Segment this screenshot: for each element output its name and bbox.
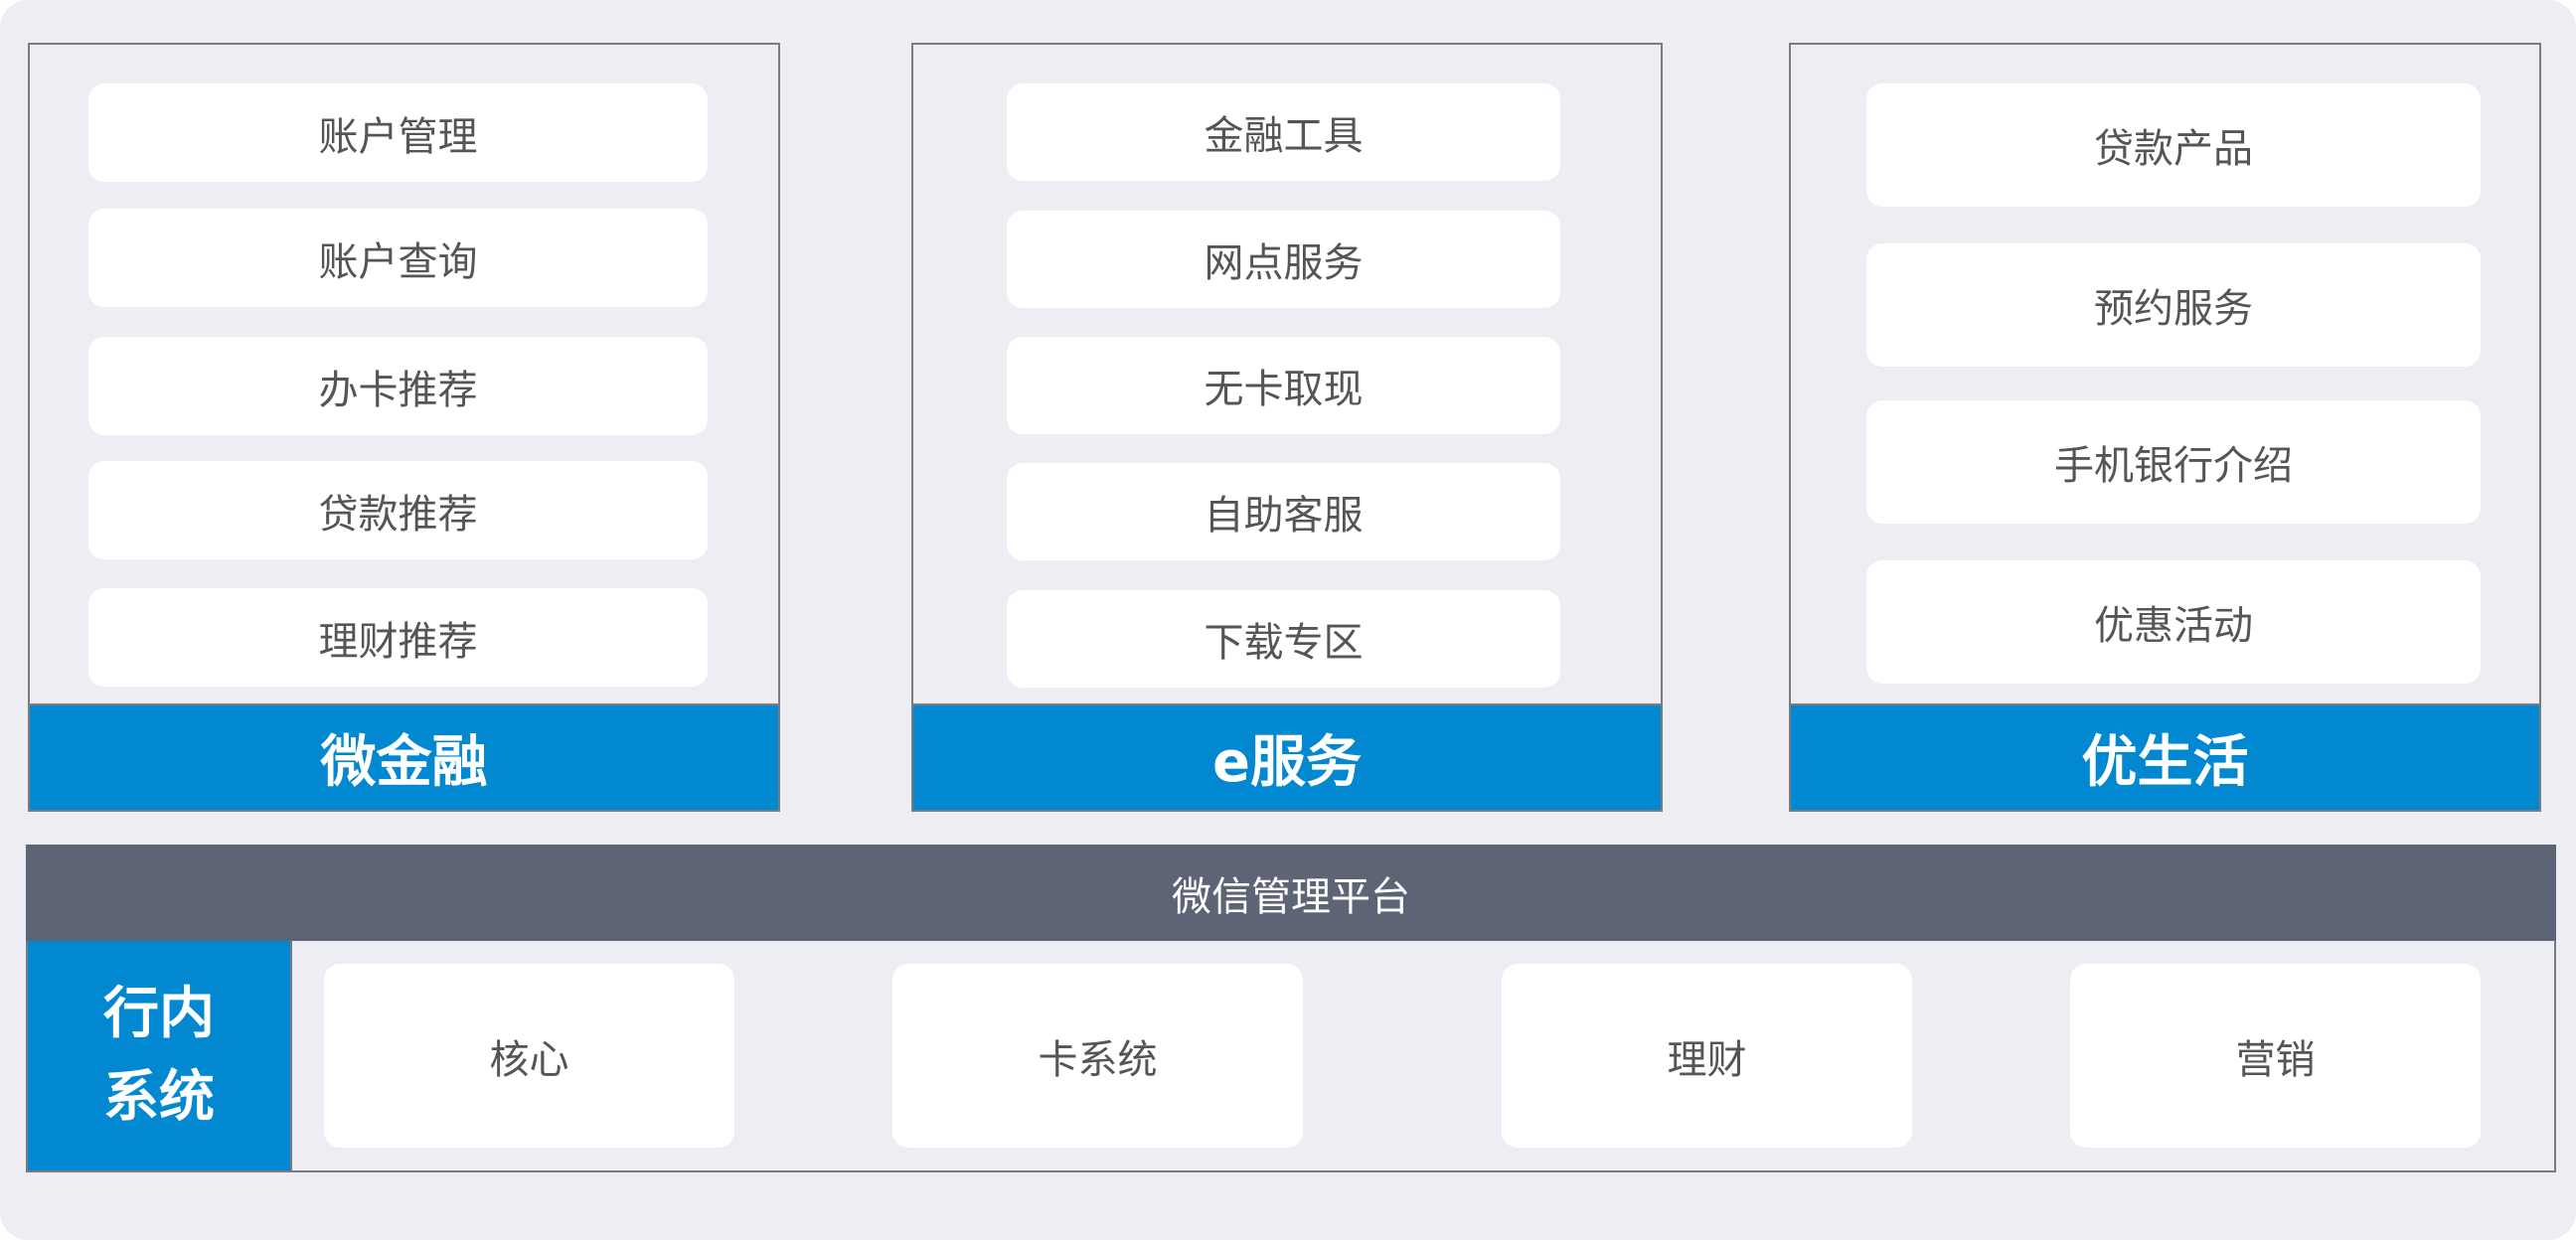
column-wei-jinrong: 账户管理 账户查询 办卡推荐 贷款推荐 理财推荐 微金融 [28,43,780,812]
column-you-shenghuo: 贷款产品 预约服务 手机银行介绍 优惠活动 优生活 [1789,43,2541,812]
system-card[interactable]: 卡系统 [892,964,1303,1148]
internal-title-line1: 行内 [103,981,215,1046]
card-download-zone[interactable]: 下载专区 [1007,590,1560,688]
system-marketing[interactable]: 营销 [2070,964,2481,1148]
card-wealth-recommend[interactable]: 理财推荐 [88,588,708,687]
column-title-e-service: e服务 [911,703,1663,812]
column-title-you-shenghuo: 优生活 [1789,703,2541,812]
card-loan-products[interactable]: 贷款产品 [1866,83,2481,207]
system-wealth[interactable]: 理财 [1502,964,1912,1148]
column-e-service: 金融工具 网点服务 无卡取现 自助客服 下载专区 e服务 [911,43,1663,812]
card-self-service[interactable]: 自助客服 [1007,463,1560,560]
card-mobile-banking-intro[interactable]: 手机银行介绍 [1866,400,2481,524]
card-financial-tools[interactable]: 金融工具 [1007,83,1560,181]
internal-systems-panel: 行内 系统 核心 卡系统 理财 营销 [26,941,2556,1172]
internal-systems-title: 行内 系统 [28,941,292,1170]
card-cardless-withdraw[interactable]: 无卡取现 [1007,337,1560,434]
card-branch-service[interactable]: 网点服务 [1007,211,1560,308]
card-card-recommend[interactable]: 办卡推荐 [88,337,708,435]
card-account-management[interactable]: 账户管理 [88,83,708,182]
wechat-management-platform: 微信管理平台 [26,845,2556,942]
card-account-query[interactable]: 账户查询 [88,209,708,307]
card-promotions[interactable]: 优惠活动 [1866,560,2481,684]
system-core[interactable]: 核心 [324,964,734,1148]
column-title-wei-jinrong: 微金融 [28,703,780,812]
card-appointment[interactable]: 预约服务 [1866,243,2481,367]
internal-title-line2: 系统 [103,1064,215,1130]
card-loan-recommend[interactable]: 贷款推荐 [88,461,708,559]
